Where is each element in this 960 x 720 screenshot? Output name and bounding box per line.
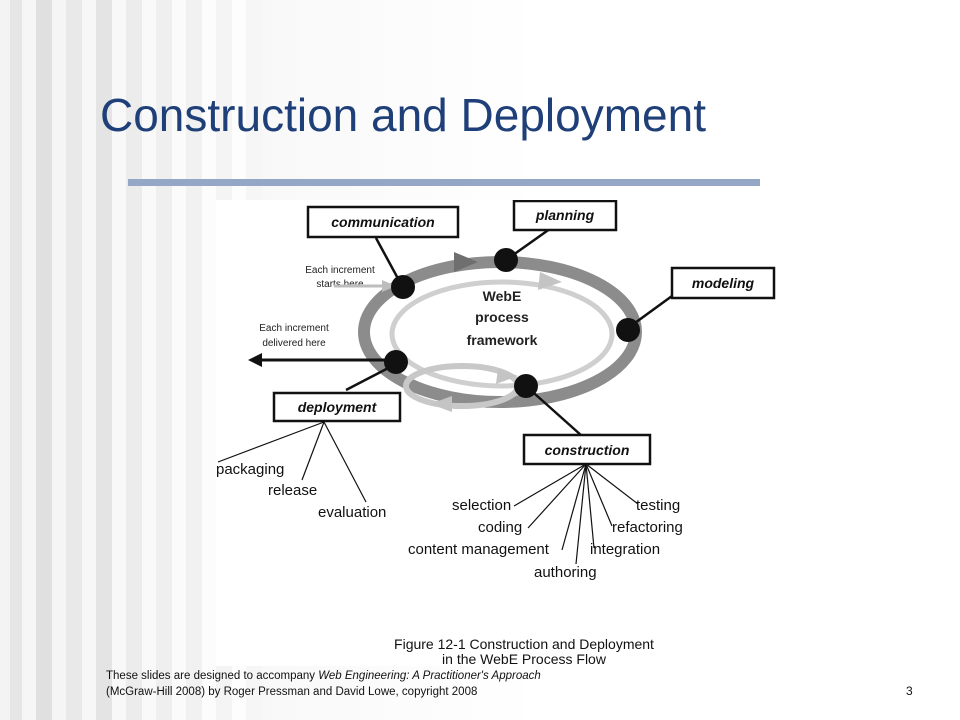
construction-fan-line-integration xyxy=(585,463,595,549)
process-flow-diagram: Each increment starts here Each incremen… xyxy=(216,200,776,666)
planning-label: planning xyxy=(535,207,595,223)
center-label-line1: WebE xyxy=(483,288,522,304)
construction-fan-line-content xyxy=(561,463,587,551)
deployment-task-evaluation: evaluation xyxy=(318,504,386,521)
deployment-fan-line-evaluation xyxy=(323,421,367,503)
deployment-fan-line-packaging xyxy=(217,421,325,463)
footer-credit-prefix: These slides are designed to accompany xyxy=(106,670,319,682)
construction-task-content-management: content management xyxy=(408,541,550,558)
deployment-task-packaging: packaging xyxy=(216,461,284,478)
communication-node xyxy=(391,275,415,299)
construction-fan-line-selection xyxy=(513,463,587,507)
loop-arrowhead-right xyxy=(496,368,518,384)
construction-task-testing: testing xyxy=(636,497,680,514)
page-number: 3 xyxy=(906,684,913,698)
footer-credit: These slides are designed to accompany W… xyxy=(106,668,706,700)
title-underline xyxy=(128,179,760,186)
construction-task-refactoring: refactoring xyxy=(612,519,683,536)
deployment-fan-line-release xyxy=(301,421,325,481)
center-label-line3: framework xyxy=(467,332,538,348)
construction-task-selection: selection xyxy=(452,497,511,514)
construction-box xyxy=(522,433,652,466)
construction-task-integration: integration xyxy=(590,541,660,558)
center-label-line2: process xyxy=(475,309,529,325)
construction-fan-line-refactoring xyxy=(585,463,613,527)
construction-connector xyxy=(525,385,583,437)
loop-arrowhead-left xyxy=(430,396,452,412)
deployment-box xyxy=(272,391,402,423)
construction-fan-line-testing xyxy=(585,463,639,505)
increment-start-arrowhead xyxy=(382,280,396,292)
construction-task-authoring: authoring xyxy=(534,564,597,581)
footer-book-title: Web Engineering: A Practitioner's Approa… xyxy=(318,670,541,682)
modeling-label: modeling xyxy=(692,275,755,291)
construction-fan-line-authoring xyxy=(575,463,587,565)
communication-label: communication xyxy=(331,214,434,230)
construction-label: construction xyxy=(545,442,630,458)
planning-node xyxy=(494,248,518,272)
construction-node xyxy=(514,374,538,398)
deployment-task-release: release xyxy=(268,482,317,499)
planning-box xyxy=(512,200,618,232)
footer-credit-line1: These slides are designed to accompany W… xyxy=(106,668,706,684)
increment-delivered-arrowhead xyxy=(248,353,262,367)
deployment-label: deployment xyxy=(298,399,378,415)
figure-caption-line2: in the WebE Process Flow xyxy=(442,651,607,666)
modeling-node xyxy=(616,318,640,342)
outer-ring-arrowhead xyxy=(454,252,478,272)
inner-process-ring xyxy=(389,279,615,389)
construction-task-coding: coding xyxy=(478,519,522,536)
process-flow-figure: Each increment starts here Each incremen… xyxy=(216,200,776,666)
footer-credit-line2: (McGraw-Hill 2008) by Roger Pressman and… xyxy=(106,686,478,698)
inner-ring-arrowhead xyxy=(538,272,562,290)
construction-fan-line-coding xyxy=(527,463,587,529)
increment-delivered-label-line2: delivered here xyxy=(262,338,326,349)
figure-caption-line1: Figure 12-1 Construction and Deployment xyxy=(394,636,654,652)
slide-title: Construction and Deployment xyxy=(100,89,706,141)
increment-delivered-label-line1: Each increment xyxy=(259,323,329,334)
communication-box xyxy=(306,205,460,239)
deployment-node xyxy=(384,350,408,374)
modeling-box xyxy=(670,266,776,300)
increment-start-label-line1: Each increment xyxy=(305,265,375,276)
